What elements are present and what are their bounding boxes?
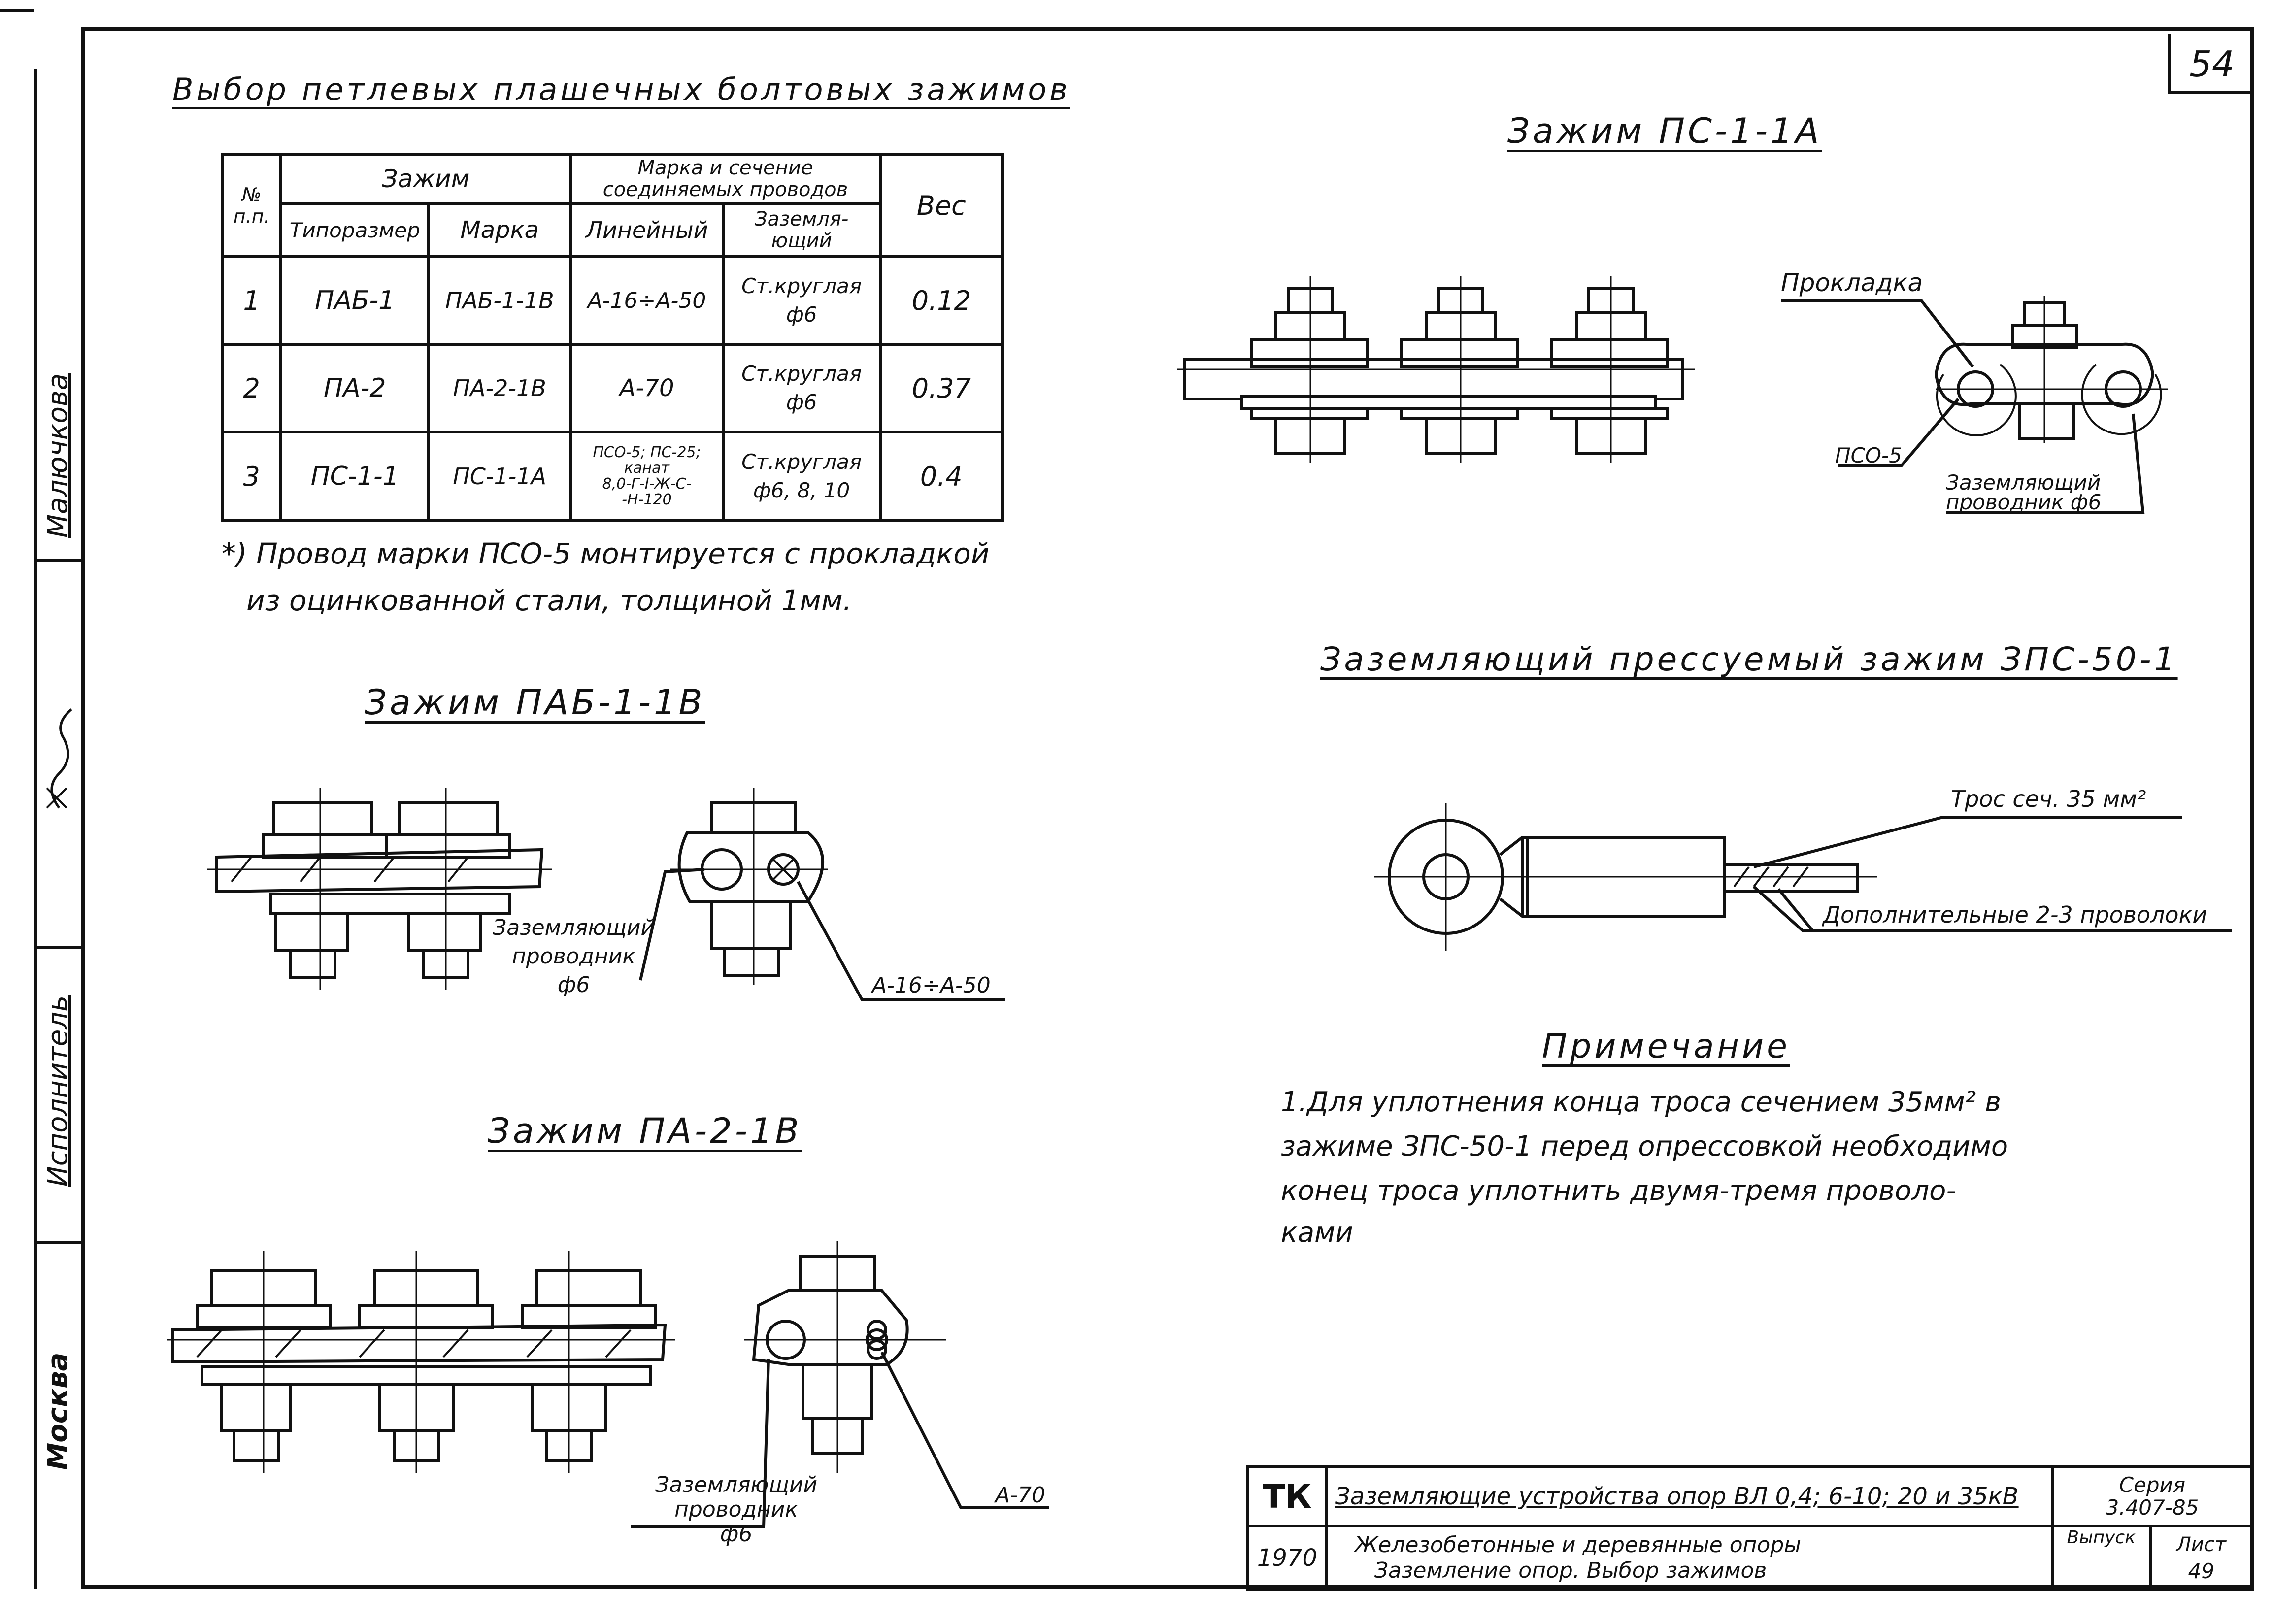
- clamp-selection-table: № п.п. Зажим Марка и сечение соединяемых…: [220, 153, 1004, 522]
- fig-zps-title: Заземляющий прессуемый зажим ЗПС-50-1: [1320, 640, 2178, 678]
- note-line-1: 1.Для уплотнения конца троса сечением 35…: [1281, 1086, 2002, 1118]
- zps-label-extra: Дополнительные 2-3 проволоки: [1823, 901, 2207, 928]
- cell-num: 3: [220, 431, 283, 522]
- header-clamp: Зажим: [279, 153, 572, 205]
- cell-num: 2: [220, 343, 283, 433]
- stamp-series-label: Серия: [2119, 1473, 2186, 1497]
- table-title: Выбор петлевых плашечных болтовых зажимо…: [172, 71, 1070, 107]
- page-number-box: [2168, 34, 2254, 94]
- pab-label-wire: А-16÷А-50: [872, 973, 991, 998]
- cell-mark: ПА-2-1В: [427, 343, 572, 433]
- fig-pa-title: Зажим ПА-2-1В: [488, 1111, 802, 1151]
- header-wire: Марка и сечение соединяемых проводов: [569, 153, 882, 205]
- header-ground: Заземля- ющий: [721, 202, 882, 258]
- page-number: 54: [2189, 43, 2235, 85]
- header-mark: Марка: [427, 202, 572, 258]
- cell-ground: Ст.круглая ф6, 8, 10: [721, 431, 882, 522]
- side-divider: [34, 1241, 81, 1244]
- cell-line: А-16÷А-50: [569, 255, 725, 346]
- side-strip: [34, 69, 81, 1589]
- table-row: 2 ПА-2 ПА-2-1В А-70 Ст.круглая ф6 0.37: [220, 343, 1004, 433]
- cell-weight: 0.4: [878, 431, 1004, 522]
- stamp-title-3: Заземление опор. Выбор зажимов: [1374, 1558, 1767, 1583]
- cell-num: 1: [220, 255, 283, 346]
- ps-label-ground: Заземляющий проводник ф6: [1946, 470, 2102, 514]
- header-line: Линейный: [569, 202, 725, 258]
- cell-type: ПАБ-1: [279, 255, 431, 346]
- cell-line: ПСО-5; ПС-25; канат 8,0-Г-I-Ж-С- -Н-120: [569, 431, 725, 522]
- stamp-org: ТК: [1246, 1465, 1328, 1527]
- side-divider: [34, 559, 81, 562]
- stamp-series: 3.407-85: [2106, 1495, 2199, 1520]
- footnote-line-2: из оцинкованной стали, толщиной 1мм.: [246, 584, 852, 617]
- cell-type: ПС-1-1: [279, 431, 431, 522]
- corner-mark: [0, 9, 34, 12]
- side-city: Москва: [42, 1352, 74, 1470]
- side-name-2: Исполнитель: [42, 995, 74, 1187]
- zps-label-rope: Трос сеч. 35 мм²: [1951, 786, 2146, 812]
- cell-mark: ПАБ-1-1В: [427, 255, 572, 346]
- stamp-title-1: Заземляющие устройства опор ВЛ 0,4; 6-10…: [1325, 1465, 2054, 1527]
- cell-line: А-70: [569, 343, 725, 433]
- ps-label-pso: ПСО-5: [1835, 443, 1902, 467]
- stamp-title-2: Железобетонные и деревянные опоры: [1354, 1532, 1801, 1558]
- cell-weight: 0.12: [878, 255, 1004, 346]
- title-block: ТК Заземляющие устройства опор ВЛ 0,4; 6…: [1246, 1465, 2254, 1591]
- cell-type: ПА-2: [279, 343, 431, 433]
- table-row: 3 ПС-1-1 ПС-1-1А ПСО-5; ПС-25; канат 8,0…: [220, 431, 1004, 522]
- stamp-sheet-label: Лист: [2176, 1533, 2227, 1556]
- stamp-year: 1970: [1246, 1525, 1328, 1591]
- header-type: Типоразмер: [279, 202, 431, 258]
- pa-label-wire: А-70: [995, 1483, 1045, 1508]
- header-weight: Вес: [878, 153, 1004, 258]
- note-line-2: зажиме ЗПС-50-1 перед опрессовкой необхо…: [1281, 1130, 2008, 1162]
- stamp-issue-label: Выпуск: [2050, 1525, 2152, 1591]
- table-row: 1 ПАБ-1 ПАБ-1-1В А-16÷А-50 Ст.круглая ф6…: [220, 255, 1004, 346]
- note-line-4: ками: [1281, 1217, 1353, 1249]
- cell-weight: 0.37: [878, 343, 1004, 433]
- note-line-3: конец троса уплотнить двумя-тремя провол…: [1281, 1175, 1956, 1207]
- fig-pab-title: Зажим ПАБ-1-1В: [365, 682, 705, 723]
- cell-ground: Ст.круглая ф6: [721, 255, 882, 346]
- stamp-sheet: 49: [2188, 1559, 2215, 1583]
- cell-mark: ПС-1-1А: [427, 431, 572, 522]
- drawing-frame: [81, 27, 2254, 1589]
- side-divider: [34, 946, 81, 949]
- pa-label-ground: Заземляющий проводник ф6: [655, 1472, 818, 1547]
- header-num: № п.п.: [220, 153, 283, 258]
- ps-label-pad: Прокладка: [1781, 268, 1923, 297]
- note-title: Примечание: [1542, 1027, 1790, 1066]
- footnote-line-1: *) Провод марки ПСО-5 монтируется с прок…: [222, 537, 990, 570]
- side-name-1: Малючкова: [42, 373, 74, 538]
- pab-label-ground: Заземляющий проводник ф6: [493, 915, 655, 997]
- cell-ground: Ст.круглая ф6: [721, 343, 882, 433]
- fig-ps-title: Зажим ПС-1-1А: [1507, 111, 1822, 151]
